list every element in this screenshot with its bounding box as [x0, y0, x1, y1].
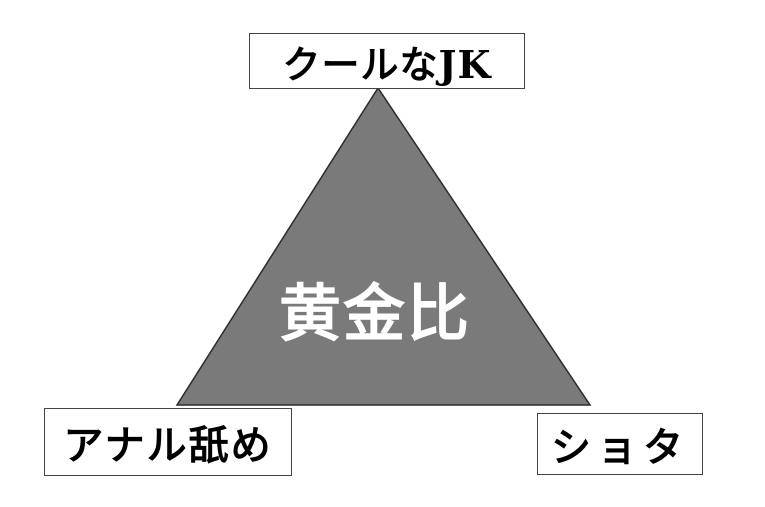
golden-ratio-triangle — [175, 86, 592, 406]
top-vertex-label: クールなJK — [249, 33, 525, 89]
left-vertex-label: アナル舐め — [44, 408, 292, 476]
center-label: 黄金比 — [278, 277, 471, 350]
right-vertex-label: ショタ — [537, 413, 703, 475]
